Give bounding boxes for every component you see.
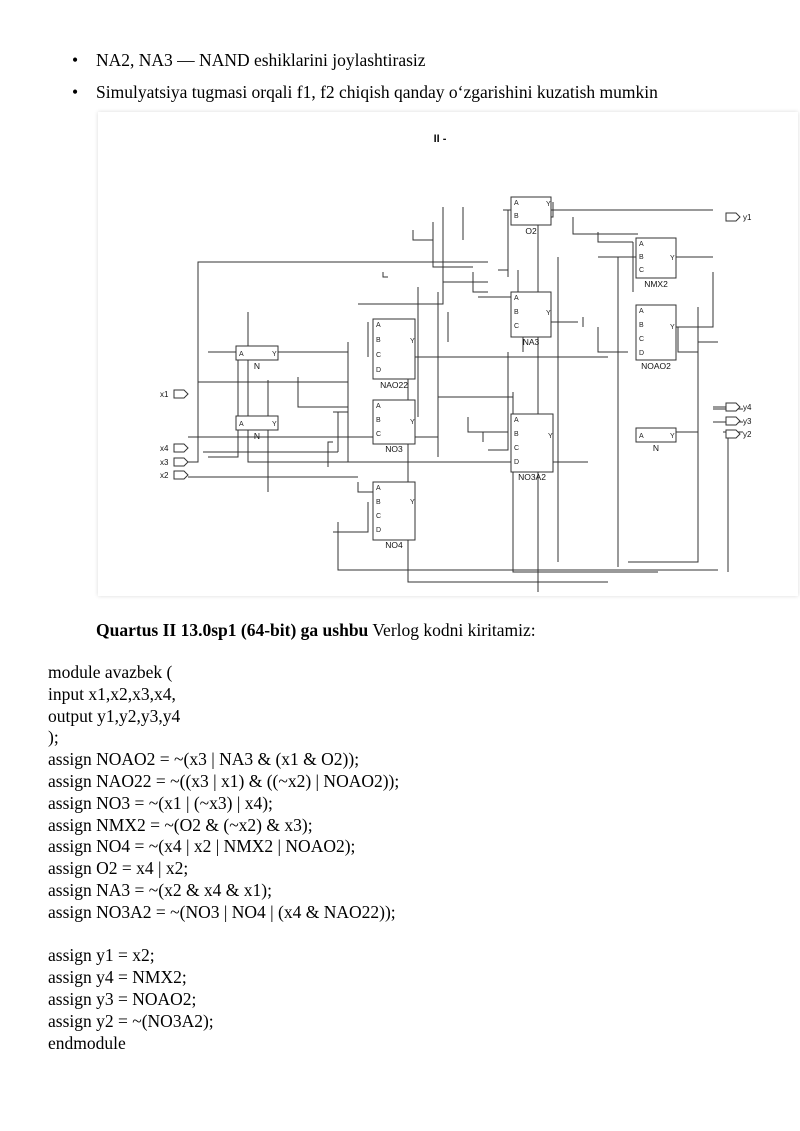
gate-label: NO3A2	[518, 472, 546, 482]
input-label: x1	[160, 390, 169, 399]
code-line: assign NOAO2 = ~(x3 | NA3 & (x1 & O2));	[48, 749, 360, 770]
pin-label: Y	[410, 499, 415, 506]
pin-label: B	[376, 337, 381, 344]
code-line: assign y3 = NOAO2;	[48, 988, 197, 1009]
verilog-code: module avazbek ( input x1,x2,x3,x4, outp…	[48, 662, 399, 1054]
pin-label: B	[514, 431, 519, 438]
caption: Quartus II 13.0sp1 (64-bit) ga ushbu Ver…	[96, 620, 536, 641]
pin-label: C	[514, 323, 519, 330]
diagram-title: II -	[434, 133, 447, 145]
bullet-text: Simulyatsiya tugmasi orqali f1, f2 chiqi…	[96, 82, 658, 102]
bullet-dot: •	[72, 82, 79, 102]
pin-label: Y	[410, 338, 415, 345]
gate-label: NO4	[385, 540, 403, 550]
pin-label: A	[514, 200, 519, 207]
output-label: y2	[743, 430, 752, 439]
pin-label: D	[376, 527, 381, 534]
code-line: assign NO4 = ~(x4 | x2 | NMX2 | NOAO2);	[48, 836, 356, 857]
pin-label: D	[639, 350, 644, 357]
code-line	[48, 924, 399, 946]
code-line: assign NAO22 = ~((x3 | x1) & ((~x2) | NO…	[48, 770, 400, 791]
pin-label: Y	[548, 433, 553, 440]
code-line: output y1,y2,y3,y4	[48, 705, 181, 726]
pin-label: A	[639, 241, 644, 248]
pin-label: C	[639, 336, 644, 343]
bullet-text: NA2, NA3 — NAND eshiklarini joylashtiras…	[96, 50, 426, 70]
pin-label: C	[639, 267, 644, 274]
input-label: x3	[160, 458, 169, 467]
pin-label: Y	[546, 201, 551, 208]
code-line: );	[48, 727, 59, 748]
gate-label: N	[653, 443, 659, 453]
input-label: x2	[160, 471, 169, 480]
code-line: module avazbek (	[48, 662, 173, 682]
pin-label: Y	[670, 324, 675, 331]
code-line: assign NMX2 = ~(O2 & (~x2) & x3);	[48, 814, 313, 835]
code-line: assign O2 = x4 | x2;	[48, 858, 189, 879]
gate-label: O2	[525, 226, 537, 236]
pin-label: D	[514, 459, 519, 466]
gate-label: N	[254, 431, 260, 441]
code-line: assign y2 = ~(NO3A2);	[48, 1010, 214, 1031]
pin-label: A	[376, 485, 381, 492]
code-line: assign NO3 = ~(x1 | (~x3) | x4);	[48, 792, 273, 813]
pin-label: D	[376, 367, 381, 374]
pin-label: A	[514, 295, 519, 302]
pin-label: B	[376, 499, 381, 506]
code-line: assign y4 = NMX2;	[48, 967, 187, 988]
pin-label: A	[239, 421, 244, 428]
gate-label: NAO22	[380, 380, 408, 390]
pin-label: B	[639, 254, 644, 261]
pin-label: Y	[410, 419, 415, 426]
input-label: x4	[160, 444, 169, 453]
pin-label: C	[376, 352, 381, 359]
pin-label: A	[239, 351, 244, 358]
pin-label: B	[639, 322, 644, 329]
gate-label: NOAO2	[641, 361, 671, 371]
caption-text: Verlog kodni kiritamiz:	[368, 620, 536, 640]
code-line: assign NA3 = ~(x2 & x4 & x1);	[48, 879, 272, 900]
pin-label: A	[376, 403, 381, 410]
circuit-schematic: A B Y A B C Y A B C Y A B C D Y A B C D …	[160, 133, 752, 592]
pin-label: Y	[272, 421, 277, 428]
caption-bold: Quartus II 13.0sp1 (64-bit) ga ushbu	[96, 620, 369, 640]
pin-label: Y	[670, 255, 675, 262]
gate-label: NMX2	[644, 279, 668, 289]
pin-label: Y	[670, 433, 675, 440]
pin-label: C	[514, 445, 519, 452]
pin-label: B	[514, 213, 519, 220]
output-label: y4	[743, 403, 752, 412]
code-line: input x1,x2,x3,x4,	[48, 683, 176, 704]
circuit-diagram: A B Y A B C Y A B C Y A B C D Y A B C D …	[98, 112, 798, 596]
bullet-dot: •	[72, 50, 79, 70]
output-label: y3	[743, 417, 752, 426]
code-line: assign NO3A2 = ~(NO3 | NO4 | (x4 & NAO22…	[48, 901, 396, 922]
pin-label: A	[376, 322, 381, 329]
code-line: assign y1 = x2;	[48, 945, 155, 966]
pin-label: B	[376, 417, 381, 424]
pin-label: A	[514, 417, 519, 424]
pin-label: Y	[546, 310, 551, 317]
pin-label: A	[639, 433, 644, 440]
code-line: endmodule	[48, 1032, 126, 1053]
gate-label: NA3	[523, 337, 540, 347]
output-label: y1	[743, 213, 752, 222]
pin-label: A	[639, 308, 644, 315]
pin-label: C	[376, 431, 381, 438]
gate-label: NO3	[385, 444, 403, 454]
gate-label: N	[254, 361, 260, 371]
pin-label: Y	[272, 351, 277, 358]
pin-label: C	[376, 513, 381, 520]
pin-label: B	[514, 309, 519, 316]
